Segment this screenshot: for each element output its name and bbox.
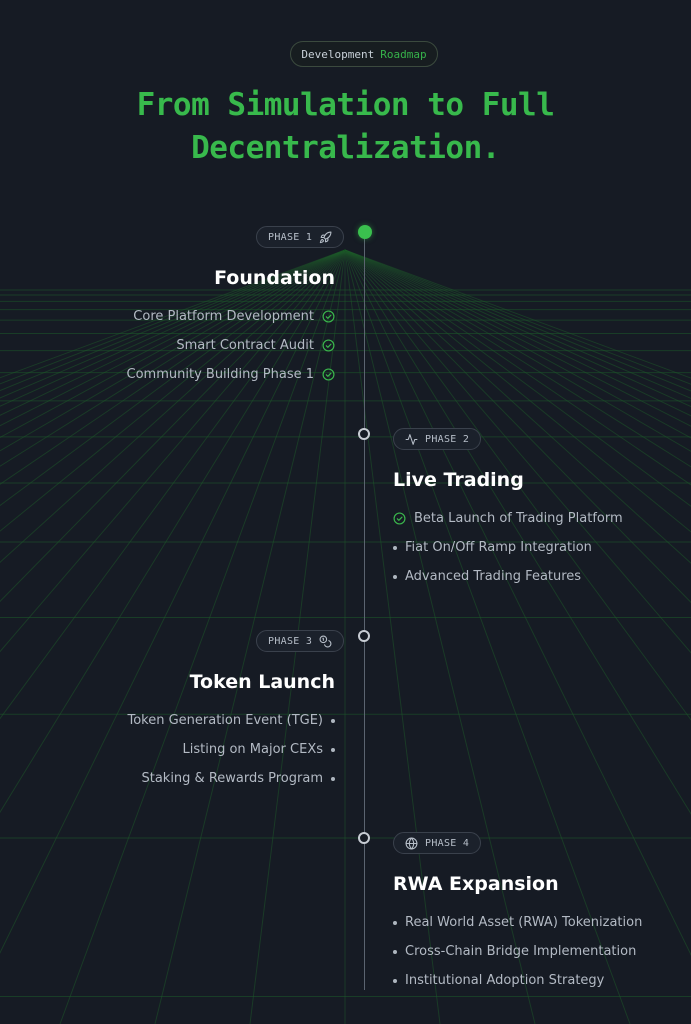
timeline-line	[364, 232, 365, 990]
section-badge: Development Roadmap	[290, 41, 438, 67]
item-text: Advanced Trading Features	[405, 569, 582, 584]
phase-2-items: Beta Launch of Trading Platform Fiat On/…	[393, 504, 623, 591]
list-item: Community Building Phase 1	[127, 360, 335, 389]
item-text: Real World Asset (RWA) Tokenization	[405, 915, 643, 930]
phase-1-items: Core Platform Development Smart Contract…	[127, 302, 335, 389]
phase-1-node	[358, 225, 372, 239]
section-badge-prefix: Development	[301, 47, 375, 61]
list-item: Smart Contract Audit	[127, 331, 335, 360]
item-text: Staking & Rewards Program	[141, 771, 323, 786]
check-circle-icon	[322, 339, 335, 352]
item-text: Fiat On/Off Ramp Integration	[405, 540, 592, 555]
item-text: Core Platform Development	[133, 309, 314, 324]
activity-icon	[405, 433, 418, 445]
phase-1-label: PHASE 1	[268, 231, 313, 243]
bullet-dot	[393, 949, 397, 954]
phase-2-node	[358, 428, 370, 440]
phase-2-pill: PHASE 2	[393, 428, 482, 450]
phase-1-title: Foundation	[214, 267, 335, 289]
item-text: Smart Contract Audit	[176, 338, 314, 353]
phase-4-items: Real World Asset (RWA) Tokenization Cros…	[393, 908, 642, 995]
bullet-dot	[331, 747, 335, 752]
item-text: Institutional Adoption Strategy	[405, 973, 605, 988]
list-item: Cross-Chain Bridge Implementation	[393, 937, 642, 966]
phase-2-title: Live Trading	[393, 469, 524, 491]
bullet-dot	[393, 574, 397, 579]
bullet-dot	[393, 545, 397, 550]
item-text: Listing on Major CEXs	[182, 742, 323, 757]
coins-icon	[319, 635, 332, 647]
rocket-icon	[320, 231, 332, 243]
check-circle-icon	[322, 310, 335, 323]
list-item: Token Generation Event (TGE)	[127, 706, 335, 735]
page-title: From Simulation to Full Decentralization…	[0, 84, 691, 170]
list-item: Institutional Adoption Strategy	[393, 966, 642, 995]
bullet-dot	[393, 920, 397, 925]
phase-3-title: Token Launch	[189, 671, 335, 693]
phase-3-pill: PHASE 3	[256, 630, 345, 652]
list-item: Beta Launch of Trading Platform	[393, 504, 623, 533]
phase-4-node	[358, 832, 370, 844]
bullet-dot	[331, 776, 335, 781]
phase-4-pill: PHASE 4	[393, 832, 482, 854]
page-title-line-2: Decentralization.	[191, 130, 500, 166]
list-item: Staking & Rewards Program	[127, 764, 335, 793]
check-circle-icon	[322, 368, 335, 381]
list-item: Core Platform Development	[127, 302, 335, 331]
bullet-dot	[331, 718, 335, 723]
phase-4-label: PHASE 4	[425, 837, 470, 849]
phase-1-pill: PHASE 1	[256, 226, 345, 248]
phase-3-items: Token Generation Event (TGE) Listing on …	[127, 706, 335, 793]
phase-3-node	[358, 630, 370, 642]
list-item: Real World Asset (RWA) Tokenization	[393, 908, 642, 937]
list-item: Fiat On/Off Ramp Integration	[393, 533, 623, 562]
phase-4-title: RWA Expansion	[393, 873, 559, 895]
item-text: Cross-Chain Bridge Implementation	[405, 944, 637, 959]
item-text: Community Building Phase 1	[126, 367, 314, 382]
phase-3-label: PHASE 3	[268, 635, 313, 647]
list-item: Advanced Trading Features	[393, 562, 623, 591]
section-badge-accent: Roadmap	[380, 47, 427, 61]
check-circle-icon	[393, 512, 406, 525]
item-text: Beta Launch of Trading Platform	[414, 511, 623, 526]
phase-2-label: PHASE 2	[425, 433, 470, 445]
page-title-line-1: From Simulation to Full	[136, 87, 555, 123]
bullet-dot	[393, 978, 397, 983]
globe-icon	[405, 837, 418, 849]
item-text: Token Generation Event (TGE)	[127, 713, 323, 728]
list-item: Listing on Major CEXs	[127, 735, 335, 764]
